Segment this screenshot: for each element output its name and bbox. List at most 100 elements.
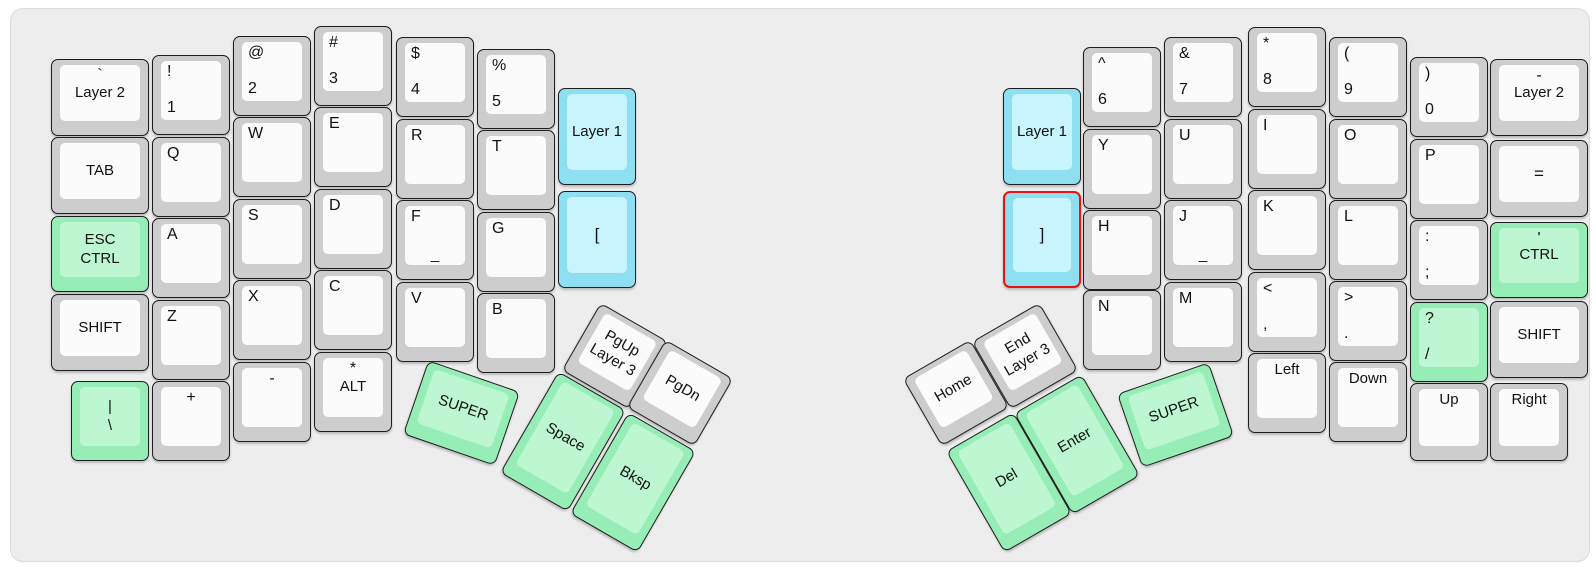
key-semicolon[interactable]: :; (1410, 220, 1488, 300)
key-y[interactable]: Y (1083, 129, 1161, 209)
key-u[interactable]: U (1164, 119, 1242, 199)
key-shift-left-label: SHIFT (60, 300, 140, 356)
key-alt-label: * (349, 360, 357, 377)
key-equals[interactable]: = (1490, 140, 1588, 217)
key-pipe-backslash[interactable]: |\ (71, 381, 149, 461)
key-shift-right-label-line: SHIFT (1517, 325, 1561, 343)
key-9-label: ( (1344, 45, 1350, 62)
key-shift-left[interactable]: SHIFT (51, 294, 149, 371)
key-1[interactable]: !1 (152, 55, 230, 135)
key-layer1-left[interactable]: Layer 1 (558, 88, 636, 185)
key-period[interactable]: >. (1329, 281, 1407, 361)
key-l[interactable]: L (1329, 200, 1407, 280)
key-v-label: V (411, 290, 422, 307)
key-super-left[interactable]: SUPER (402, 360, 521, 466)
key-g[interactable]: G (477, 212, 555, 292)
key-super-right-label: SUPER (1127, 371, 1220, 451)
key-8[interactable]: *8 (1248, 27, 1326, 107)
key-shift-right[interactable]: SHIFT (1490, 301, 1588, 378)
key-p[interactable]: P (1410, 139, 1488, 219)
key-lbracket[interactable]: [ (558, 191, 636, 288)
key-tab[interactable]: TAB (51, 137, 149, 214)
key-q[interactable]: Q (152, 137, 230, 217)
key-alt[interactable]: *ALT (314, 352, 392, 432)
key-7[interactable]: &7 (1164, 37, 1242, 117)
key-6[interactable]: ^6 (1083, 47, 1161, 127)
key-y-label: Y (1098, 137, 1109, 154)
key-layer1-right[interactable]: Layer 1 (1003, 88, 1081, 185)
key-rbracket[interactable]: ] (1003, 191, 1081, 288)
key-layer2-left[interactable]: `Layer 2 (51, 59, 149, 136)
key-h-top: H (1092, 216, 1152, 275)
key-up-label: Up (1439, 391, 1459, 408)
key-r[interactable]: R (396, 119, 474, 199)
key-m-label: M (1179, 290, 1193, 307)
key-h-label: H (1098, 218, 1110, 235)
key-j[interactable]: J_ (1164, 200, 1242, 280)
key-plus[interactable]: + (152, 381, 230, 461)
key-minus[interactable]: - (233, 362, 311, 442)
key-layer2-right-label: - (1536, 67, 1542, 84)
key-0-label: 0 (1425, 100, 1434, 118)
key-0[interactable]: )0 (1410, 57, 1488, 137)
key-layer2-right[interactable]: -Layer 2 (1490, 59, 1588, 136)
key-right[interactable]: Right (1490, 383, 1568, 461)
key-t-top: T (486, 136, 546, 195)
key-b-top: B (486, 299, 546, 358)
key-up[interactable]: Up (1410, 383, 1488, 461)
key-a[interactable]: A (152, 218, 230, 298)
key-comma-label: , (1263, 315, 1268, 333)
key-slash[interactable]: ?/ (1410, 302, 1488, 382)
key-k[interactable]: K (1248, 190, 1326, 270)
key-o[interactable]: O (1329, 119, 1407, 199)
key-rbracket-label-line: ] (1039, 225, 1045, 245)
key-layer1-left-label: Layer 1 (567, 94, 627, 170)
key-1-label: 1 (167, 98, 176, 116)
key-equals-label: = (1499, 146, 1579, 202)
key-z[interactable]: Z (152, 300, 230, 380)
key-comma-label: < (1263, 280, 1273, 297)
key-down[interactable]: Down (1329, 362, 1407, 442)
key-lbracket-top: [ (567, 197, 627, 273)
key-semicolon-top: :; (1419, 226, 1479, 285)
key-t[interactable]: T (477, 130, 555, 210)
key-c-label: C (329, 278, 341, 295)
key-e-top: E (323, 113, 383, 172)
key-down-label: Down (1348, 370, 1388, 387)
key-i-top: I (1257, 115, 1317, 174)
key-j-label: _ (1198, 245, 1208, 263)
key-p-label: P (1425, 147, 1436, 164)
key-3[interactable]: #3 (314, 26, 392, 106)
key-super-right[interactable]: SUPER (1116, 362, 1235, 468)
key-o-top: O (1338, 125, 1398, 184)
key-f[interactable]: F_ (396, 200, 474, 280)
key-9[interactable]: (9 (1329, 37, 1407, 117)
key-h[interactable]: H (1083, 210, 1161, 290)
key-d[interactable]: D (314, 189, 392, 269)
key-super-right-top: SUPER (1127, 370, 1221, 451)
key-comma[interactable]: <, (1248, 272, 1326, 352)
key-x-label: X (248, 288, 259, 305)
key-slash-label: / (1425, 345, 1430, 363)
key-v[interactable]: V (396, 282, 474, 362)
key-e[interactable]: E (314, 107, 392, 187)
key-b[interactable]: B (477, 293, 555, 373)
key-layer2-right-top: -Layer 2 (1499, 65, 1579, 121)
key-w[interactable]: W (233, 117, 311, 197)
key-m[interactable]: M (1164, 282, 1242, 362)
key-home-label-line: Home (931, 370, 975, 406)
key-s[interactable]: S (233, 199, 311, 279)
key-i[interactable]: I (1248, 109, 1326, 189)
key-quote-ctrl[interactable]: 'CTRL (1490, 222, 1588, 298)
key-5[interactable]: %5 (477, 49, 555, 129)
key-4[interactable]: $4 (396, 37, 474, 117)
key-layer2-left-label-line: Layer 2 (74, 83, 126, 101)
key-minus-label: - (269, 370, 275, 387)
key-left[interactable]: Left (1248, 353, 1326, 433)
key-quote-ctrl-label: ' (1537, 230, 1541, 247)
key-c[interactable]: C (314, 270, 392, 350)
key-x[interactable]: X (233, 280, 311, 360)
key-n[interactable]: N (1083, 290, 1161, 370)
key-2[interactable]: @2 (233, 36, 311, 116)
